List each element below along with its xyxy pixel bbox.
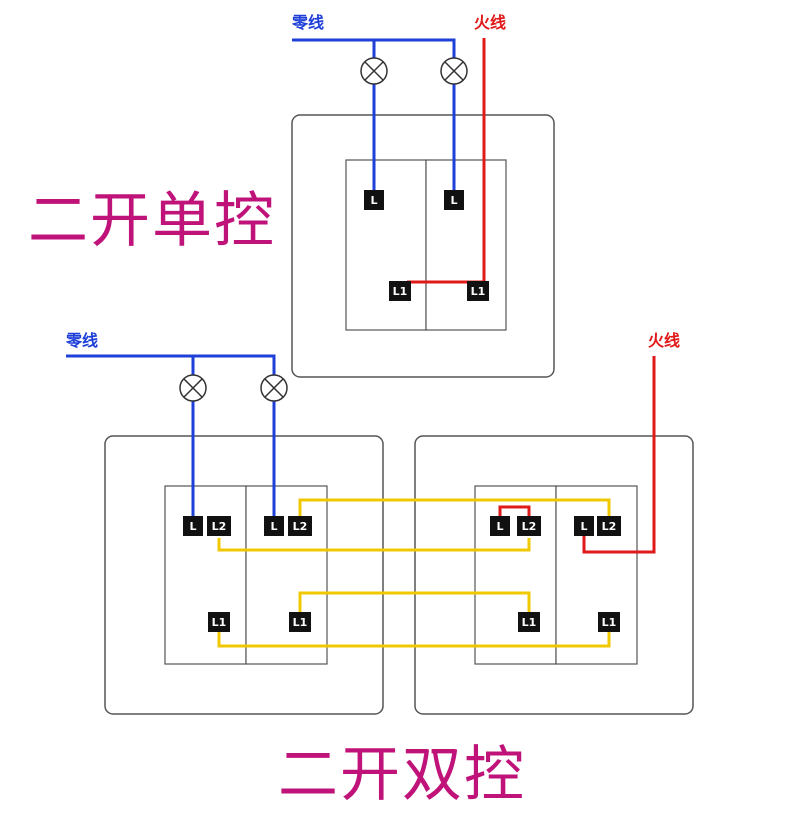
terminal-L: L <box>183 516 203 536</box>
lamp-icon <box>260 374 288 402</box>
svg-text:L1: L1 <box>293 616 308 629</box>
lamp-icon <box>440 57 468 85</box>
svg-text:L2: L2 <box>602 520 617 533</box>
single-control-title: 二开单控 <box>28 186 276 256</box>
right-switch-rocker-right <box>555 485 638 665</box>
single-control-section: 零线 火线 L L L1 L1 <box>291 13 555 378</box>
terminal-L: L <box>490 516 510 536</box>
terminal-L1: L1 <box>208 612 230 632</box>
svg-text:L: L <box>189 520 196 533</box>
single-live-label: 火线 <box>474 13 506 32</box>
terminal-L2: L2 <box>288 516 312 536</box>
double-live-wires <box>498 356 656 554</box>
svg-text:L1: L1 <box>212 616 227 629</box>
double-neutral-label: 零线 <box>65 331 98 350</box>
lamp-icon <box>360 57 388 85</box>
svg-text:L1: L1 <box>471 285 486 298</box>
terminal-L1: L1 <box>518 612 540 632</box>
single-neutral-label: 零线 <box>291 13 324 32</box>
single-switch-rocker-right <box>425 159 507 331</box>
terminal-L2: L2 <box>517 516 541 536</box>
svg-text:L: L <box>270 520 277 533</box>
terminal-L1: L1 <box>389 281 411 301</box>
terminal-L2: L2 <box>207 516 231 536</box>
left-switch-rocker-right <box>245 485 328 665</box>
terminal-L2: L2 <box>597 516 621 536</box>
double-neutral-wires <box>66 354 276 516</box>
svg-text:L: L <box>370 194 377 207</box>
terminal-L: L <box>264 516 284 536</box>
svg-text:L: L <box>580 520 587 533</box>
double-live-label: 火线 <box>648 331 680 350</box>
terminal-L1: L1 <box>467 281 489 301</box>
svg-text:L1: L1 <box>393 285 408 298</box>
right-switch-rocker-left <box>474 485 557 665</box>
svg-text:L1: L1 <box>602 616 617 629</box>
left-switch-rocker-left <box>164 485 247 665</box>
double-control-section: 零线 火线 L L2 L L2 <box>65 331 694 715</box>
terminal-L: L <box>444 190 464 210</box>
svg-text:L: L <box>496 520 503 533</box>
terminal-L: L <box>574 516 594 536</box>
lamp-icon <box>179 374 207 402</box>
double-control-title: 二开双控 <box>278 740 526 810</box>
single-neutral-wires <box>292 38 456 190</box>
terminal-L: L <box>364 190 384 210</box>
svg-text:L2: L2 <box>522 520 537 533</box>
terminal-L1: L1 <box>598 612 620 632</box>
svg-text:L2: L2 <box>212 520 227 533</box>
single-switch-rocker-left <box>345 159 427 331</box>
svg-text:L: L <box>450 194 457 207</box>
traveler-wires <box>217 498 611 648</box>
svg-text:L1: L1 <box>522 616 537 629</box>
terminal-L1: L1 <box>289 612 311 632</box>
svg-text:L2: L2 <box>293 520 308 533</box>
